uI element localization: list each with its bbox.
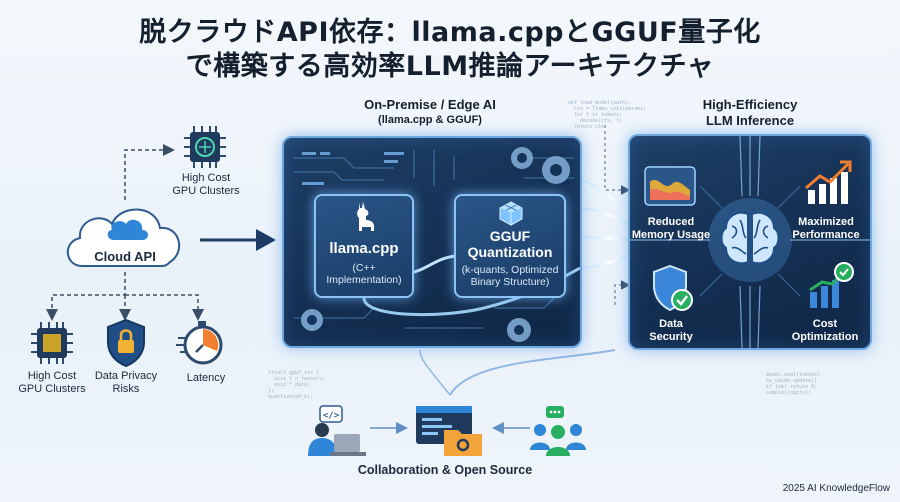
cost-chart-icon (806, 260, 856, 310)
latency-label: Latency (186, 372, 226, 384)
shield-lock-icon (104, 318, 148, 368)
code-folder-icon (412, 402, 492, 458)
performance-label: Maximized Performance (792, 216, 860, 241)
growth-chart-icon (802, 160, 854, 206)
title-line-2: で構築する高効率LLM推論アーキテクチャ (185, 51, 715, 82)
gpu-chip-icon (182, 124, 228, 170)
llama-cpp-sub: (C++ Implementation) (326, 262, 402, 286)
right-heading: High-Efficiency LLM Inference (702, 97, 798, 128)
shield-check-icon (650, 264, 694, 314)
stopwatch-icon (176, 318, 224, 366)
circuit-decoration (294, 147, 580, 342)
background-code: struct gguf_ctx { size_t n_tensors; void… (268, 370, 326, 400)
brain-icon (718, 208, 782, 270)
dashed-arrow (125, 294, 204, 321)
memory-label: Reduced Memory Usage (631, 216, 711, 241)
background-code: def load_model(path): ctx = llama_init(p… (568, 100, 647, 130)
middle-subheading: (llama.cpp & GGUF) (378, 114, 482, 126)
llama-icon (350, 200, 378, 232)
cost-label: Cost Optimization (791, 318, 859, 343)
cloud-api-node (60, 196, 188, 276)
cube-icon (498, 200, 524, 226)
collaboration-label: Collaboration & Open Source (357, 463, 533, 477)
developer-laptop-icon: </> (300, 404, 370, 458)
dashed-arrow (46, 272, 126, 321)
title-line-1: 脱クラウドAPI依存：llama.cppとGGUF量子化 (139, 17, 761, 48)
inference-panel: Reduced Memory Usage Maximized Performan… (628, 134, 872, 350)
memory-chart-icon (644, 166, 696, 206)
svg-text:</>: </> (323, 411, 340, 421)
main-arrow (256, 229, 276, 251)
background-code: model.eval(tokens) kv_cache.update() if … (766, 372, 821, 396)
community-icon (528, 404, 590, 458)
gguf-sub: (k-quants, Optimized Binary Structure) (461, 264, 559, 288)
llama-cpp-chip: llama.cpp (C++ Implementation) (314, 194, 414, 298)
footer-credit: 2025 AI KnowledgeFlow (782, 483, 890, 494)
dashed-arrow (124, 144, 175, 200)
gguf-title: GGUF Quantization (467, 228, 553, 260)
security-label: Data Security (649, 318, 693, 343)
privacy-label: Data Privacy Risks (94, 370, 158, 395)
cloud-api-label: Cloud API (94, 249, 156, 264)
gguf-chip: GGUF Quantization (k-quants, Optimized B… (454, 194, 566, 298)
middle-heading: On-Premise / Edge AI (364, 97, 496, 112)
gpu-chip-icon (29, 320, 75, 366)
on-premise-panel: llama.cpp (C++ Implementation) GGUF Quan… (282, 136, 582, 348)
bottom-gpu-label: High Cost GPU Clusters (18, 370, 86, 395)
llama-cpp-title: llama.cpp (329, 240, 399, 257)
top-gpu-label: High Cost GPU Clusters (172, 172, 240, 197)
